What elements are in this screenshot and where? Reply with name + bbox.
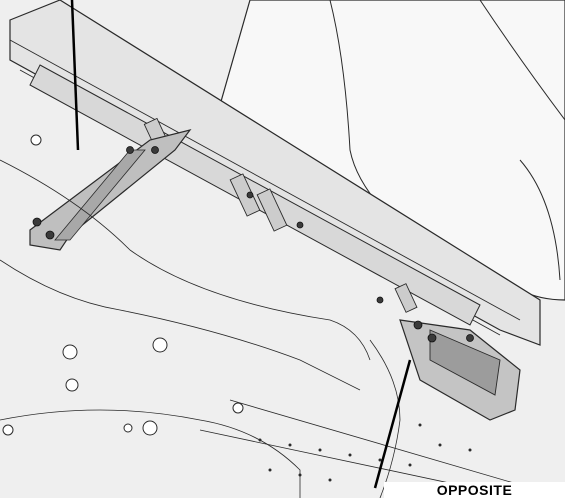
- callout-label: OPPOSITE: [384, 482, 565, 498]
- rocker-rail: [9, 0, 541, 346]
- floor-plugs: [2, 134, 244, 436]
- wheel-arch: [519, 159, 561, 281]
- body-edge-line: [479, 0, 565, 121]
- brace-web: [54, 149, 146, 241]
- callout-leader-right: [373, 359, 412, 489]
- rail-edge: [9, 39, 521, 321]
- fasteners: [32, 146, 474, 343]
- floor-dot-pattern: [258, 423, 472, 482]
- right-bracket-plate: [429, 329, 501, 396]
- callout-leader-left: [70, 0, 80, 151]
- mounting-bracket: [29, 64, 481, 326]
